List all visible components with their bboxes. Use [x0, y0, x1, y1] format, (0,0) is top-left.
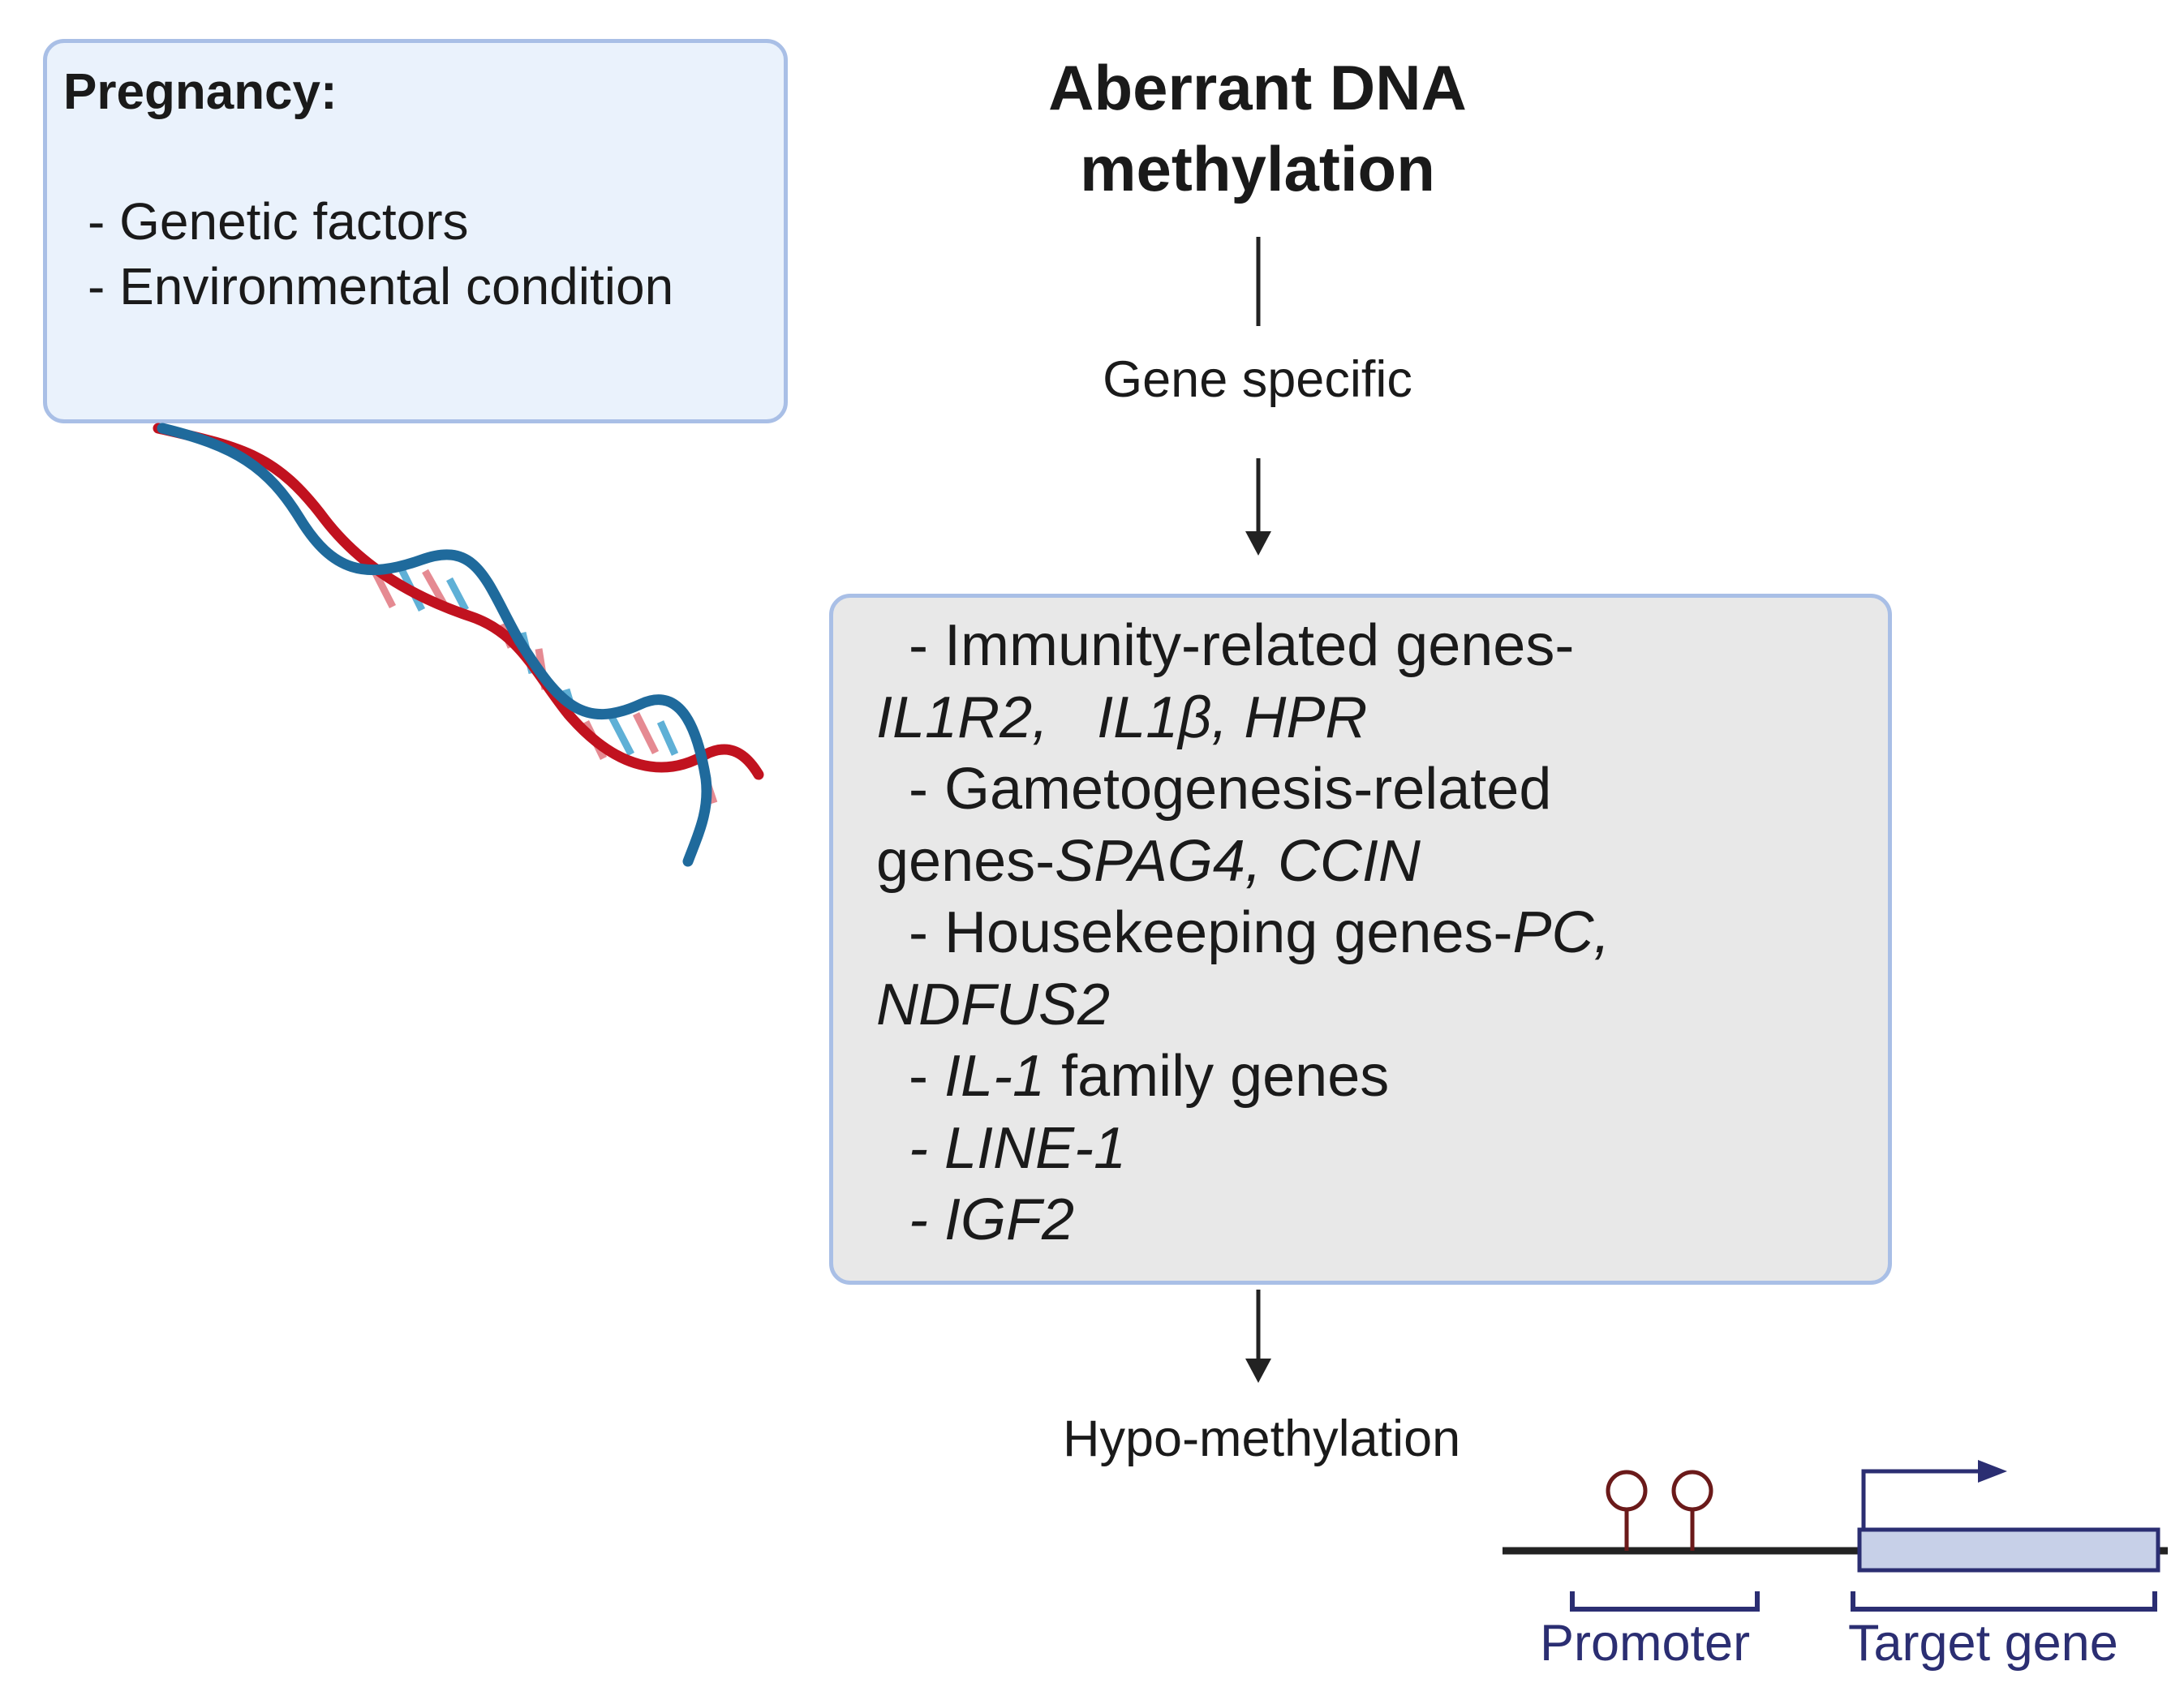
housekeeping-line: - Housekeeping genes-PC,: [876, 897, 1610, 969]
gene-hpr: HPR: [1244, 685, 1368, 750]
factor-genetic: - Genetic factors: [88, 192, 469, 251]
gene-list: - Immunity-related genes- IL1R2, IL1β, H…: [876, 610, 1610, 1256]
gene-il1: IL-1: [944, 1044, 1046, 1109]
transcription-start-arrow-icon: [1861, 1460, 2007, 1530]
pregnancy-factor-list: - Genetic factors - Environmental condit…: [88, 189, 673, 319]
hypo-methylation-label: Hypo-methylation: [1063, 1410, 1461, 1467]
dna-helix-icon: [153, 423, 764, 867]
gene-line1: - LINE-1: [909, 1115, 1127, 1181]
housekeeping-line2: NDFUS2: [876, 969, 1610, 1041]
promoter-bracket: [1570, 1591, 1760, 1612]
igf2-item: - IGF2: [876, 1184, 1610, 1256]
main-title-line2: methylation: [1080, 133, 1435, 204]
gene-ndfus2: NDFUS2: [876, 972, 1111, 1037]
pregnancy-box: [43, 39, 788, 423]
target-gene-label: Target gene: [1848, 1615, 2118, 1672]
housekeeping-label: - Housekeeping genes-: [909, 900, 1513, 965]
gene-list-box: [829, 594, 1892, 1285]
promoter-label: Promoter: [1540, 1615, 1751, 1672]
arrow-down-2: [1245, 1290, 1271, 1383]
gene-pc: PC,: [1512, 900, 1610, 965]
gene-schematic: [1503, 1460, 2168, 1612]
immunity-genes: IL1R2, IL1β, HPR: [876, 682, 1610, 754]
main-title-line1: Aberrant DNA: [1048, 52, 1467, 123]
gene-il1b: IL1β,: [1097, 685, 1228, 750]
il1-family-line: - IL-1 family genes: [876, 1041, 1610, 1113]
gametogenesis-label: - Gametogenesis-related: [909, 757, 1552, 822]
arrow-down-1: [1245, 458, 1271, 556]
target-gene-box: [1857, 1527, 2160, 1573]
main-title: Aberrant DNA methylation: [933, 47, 1582, 209]
gametogenesis-genes-line: genes-SPAG4, CCIN: [876, 826, 1610, 898]
il1-suffix: family genes: [1045, 1044, 1390, 1109]
gametogenesis-prefix: genes-: [876, 828, 1055, 894]
methylation-lollipop-icon: [1606, 1470, 1713, 1551]
factor-environmental: - Environmental condition: [88, 257, 674, 316]
gene-igf2: - IGF2: [909, 1187, 1075, 1252]
target-gene-bracket: [1851, 1591, 2157, 1612]
immunity-label: - Immunity-related genes-: [909, 613, 1575, 678]
il1-dash: -: [909, 1044, 944, 1109]
pregnancy-title: Pregnancy:: [63, 64, 337, 120]
gene-il1r2: IL1R2,: [876, 685, 1049, 750]
gene-specific-label: Gene specific: [1103, 351, 1412, 408]
gametogenesis-genes: SPAG4, CCIN: [1055, 828, 1421, 894]
line1-item: - LINE-1: [876, 1113, 1610, 1185]
